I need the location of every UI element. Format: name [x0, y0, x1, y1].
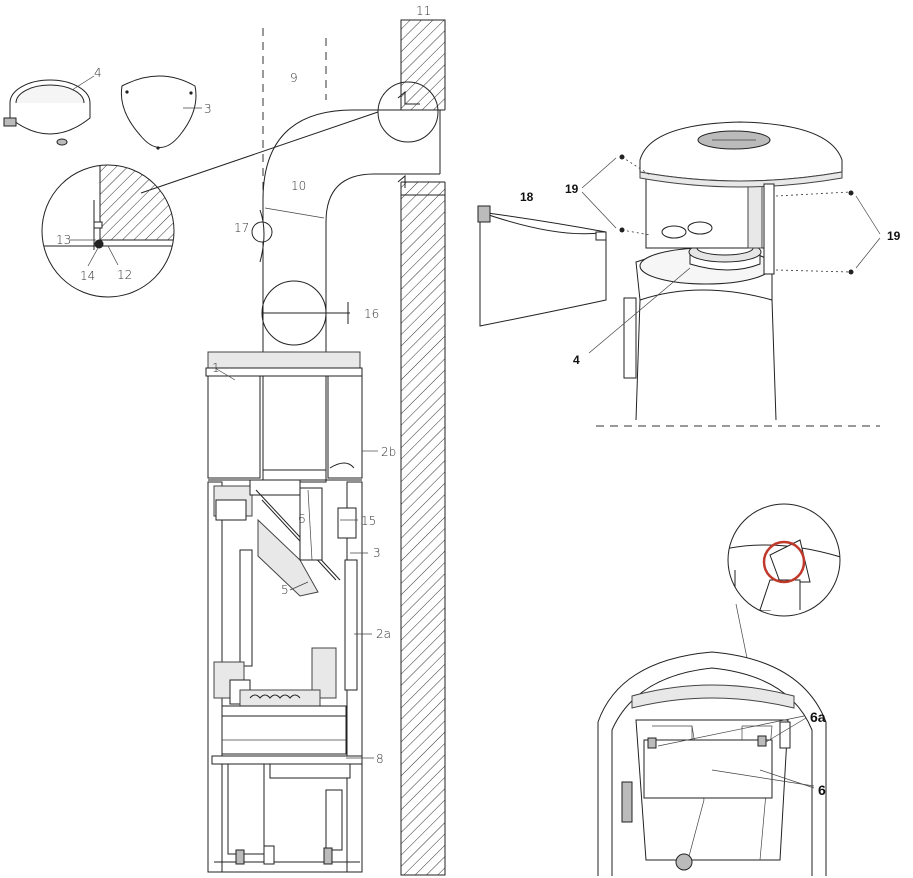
label-part-1: 1 — [212, 361, 220, 375]
label-detail-12: 12 — [117, 268, 132, 282]
stove-top-view — [581, 121, 881, 427]
flue-elbow-pipe — [251, 81, 441, 470]
label-ring-4: 4 — [94, 66, 102, 80]
label-stove-4: 4 — [573, 353, 580, 367]
label-part-6: 6 — [298, 512, 306, 526]
label-wall-11: 11 — [416, 4, 431, 18]
label-part-8: 8 — [376, 752, 384, 766]
chimney-wall — [399, 19, 447, 876]
firebox-zoom-detail — [727, 503, 841, 723]
label-pipe-10: 10 — [291, 179, 306, 193]
firebox-front-view — [597, 651, 827, 876]
label-stove-19-left: 19 — [565, 182, 579, 196]
section-leaders — [214, 367, 378, 759]
label-panel-18: 18 — [520, 190, 534, 204]
decorative-panel — [477, 205, 607, 327]
stove-section-view — [205, 351, 363, 873]
label-part-5: 5 — [281, 583, 289, 597]
flue-ring-part — [3, 75, 95, 146]
cover-plate-part — [120, 75, 202, 150]
label-plate-3: 3 — [204, 102, 212, 116]
label-part-17: 17 — [234, 221, 249, 235]
label-space-9: 9 — [290, 71, 298, 85]
label-part-2a: 2a — [376, 627, 391, 641]
label-part-2b: 2b — [381, 445, 396, 459]
label-detail-13: 13 — [56, 233, 71, 247]
label-part-15: 15 — [361, 514, 376, 528]
label-part-3-side: 3 — [373, 546, 381, 560]
label-part-16: 16 — [364, 307, 379, 321]
label-stove-6a: 6a — [810, 709, 826, 725]
label-detail-14: 14 — [80, 269, 95, 283]
label-stove-6: 6 — [818, 782, 826, 798]
label-stove-19-right: 19 — [887, 229, 901, 243]
callout-labels: 4 3 11 9 10 17 16 13 14 12 1 2b 6 15 3 5… — [56, 4, 901, 798]
